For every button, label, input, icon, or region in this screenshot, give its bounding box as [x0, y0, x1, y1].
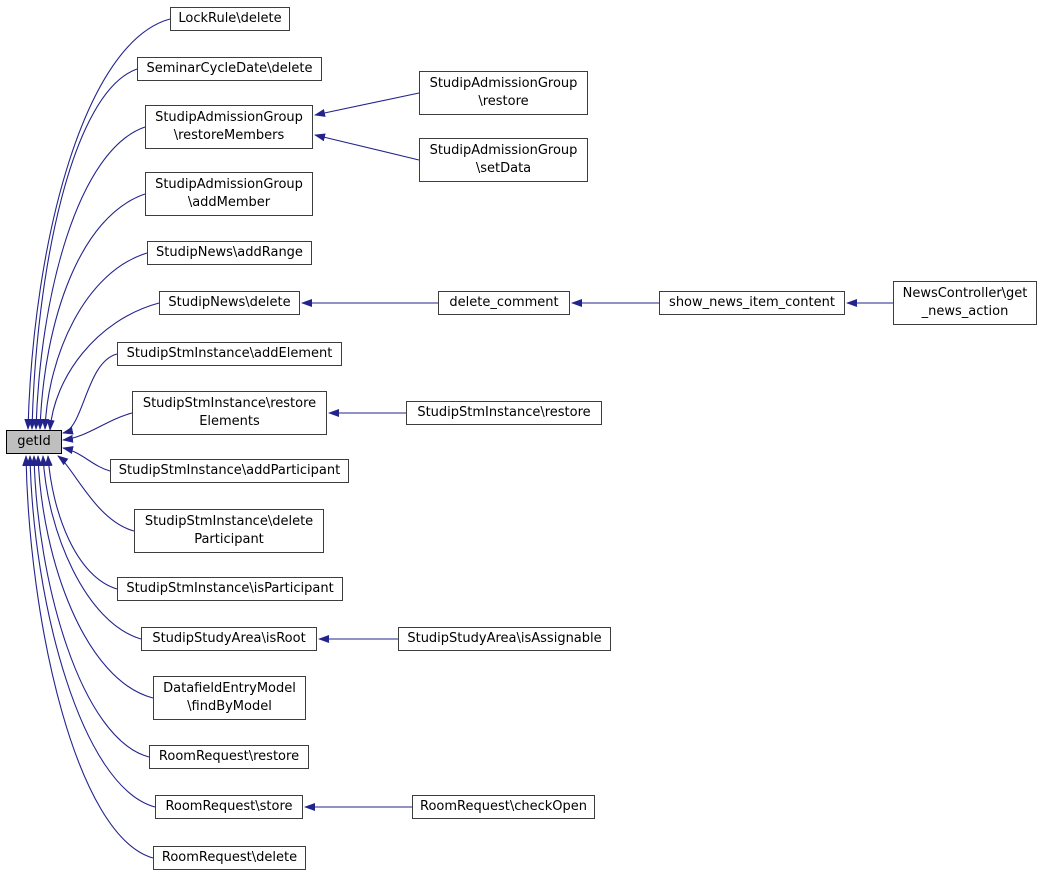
graph-node-datafieldentrymodel-findbymodel[interactable]: DatafieldEntryModel \findByModel: [153, 676, 306, 720]
edge-studipadmissiongroup-setdata--studipadmissiongroup-restoremembers: [314, 133, 420, 161]
graph-node-delete-comment[interactable]: delete_comment: [438, 291, 570, 315]
graph-node-studipadmissiongroup-restoremembers[interactable]: StudipAdmissionGroup \restoreMembers: [145, 105, 313, 149]
graph-node-studipstminstance-isparticipant[interactable]: StudipStmInstance\isParticipant: [117, 577, 343, 601]
edge-studipadmissiongroup-addmember--getid: [36, 193, 146, 430]
graph-node-roomrequest-restore[interactable]: RoomRequest\restore: [149, 745, 309, 769]
graph-node-studipstminstance-restore[interactable]: StudipStmInstance\restore: [406, 401, 602, 425]
edge-lockrule-delete--getid: [24, 18, 171, 430]
graph-node-studipstudyarea-isroot[interactable]: StudipStudyArea\isRoot: [141, 627, 317, 651]
graph-node-roomrequest-checkopen[interactable]: RoomRequest\checkOpen: [412, 795, 595, 819]
graph-node-studipadmissiongroup-restore[interactable]: StudipAdmissionGroup \restore: [419, 71, 588, 115]
edge-roomrequest-restore--getid: [30, 455, 150, 758]
edge-studipstudyarea-isroot--getid: [39, 455, 142, 640]
edge-studipadmissiongroup-restore--studipadmissiongroup-restoremembers: [314, 92, 420, 117]
graph-node-studipstminstance-restoreelements[interactable]: StudipStmInstance\restore Elements: [132, 391, 327, 435]
graph-node-studipnews-delete[interactable]: StudipNews\delete: [159, 291, 300, 315]
edge-studipstminstance-deleteparticipant--getid: [57, 455, 135, 532]
edge-seminarcycledate-delete--getid: [28, 68, 138, 430]
graph-node-newscontroller-get-news-action[interactable]: NewsController\get _news_action: [893, 281, 1037, 325]
edge-studipstminstance-addelement--getid: [62, 353, 118, 435]
graph-node-show-news-item-content[interactable]: show_news_item_content: [659, 291, 845, 315]
graph-node-roomrequest-store[interactable]: RoomRequest\store: [155, 795, 303, 819]
edge-roomrequest-delete--getid: [22, 455, 154, 859]
edge-studipstminstance-isparticipant--getid: [44, 455, 118, 590]
graph-node-studipstminstance-deleteparticipant[interactable]: StudipStmInstance\delete Participant: [134, 509, 324, 553]
graph-node-studipstminstance-addelement[interactable]: StudipStmInstance\addElement: [117, 342, 342, 366]
edge-studipstminstance-addparticipant--getid: [62, 446, 111, 472]
graph-focus-node-getid: getId: [6, 430, 62, 454]
graph-node-roomrequest-delete[interactable]: RoomRequest\delete: [153, 846, 306, 870]
edge-studipnews-addrange--getid: [41, 252, 148, 430]
graph-node-studipnews-addrange[interactable]: StudipNews\addRange: [147, 241, 312, 265]
edge-studipnews-delete--getid: [46, 302, 160, 431]
graph-node-studipadmissiongroup-setdata[interactable]: StudipAdmissionGroup \setData: [419, 138, 588, 182]
edge-roomrequest-store--getid: [26, 455, 156, 808]
edge-datafieldentrymodel-findbymodel--getid: [34, 455, 154, 699]
graph-node-studipadmissiongroup-addmember[interactable]: StudipAdmissionGroup \addMember: [145, 172, 313, 216]
edge-studipstminstance-restoreelements--getid: [62, 412, 133, 443]
graph-node-studipstudyarea-isassignable[interactable]: StudipStudyArea\isAssignable: [398, 627, 611, 651]
graph-node-lockrule-delete[interactable]: LockRule\delete: [170, 7, 290, 31]
graph-node-studipstminstance-addparticipant[interactable]: StudipStmInstance\addParticipant: [110, 459, 349, 483]
graph-node-seminarcycledate-delete[interactable]: SeminarCycleDate\delete: [137, 57, 322, 81]
edge-studipadmissiongroup-restoremembers--getid: [32, 126, 146, 430]
